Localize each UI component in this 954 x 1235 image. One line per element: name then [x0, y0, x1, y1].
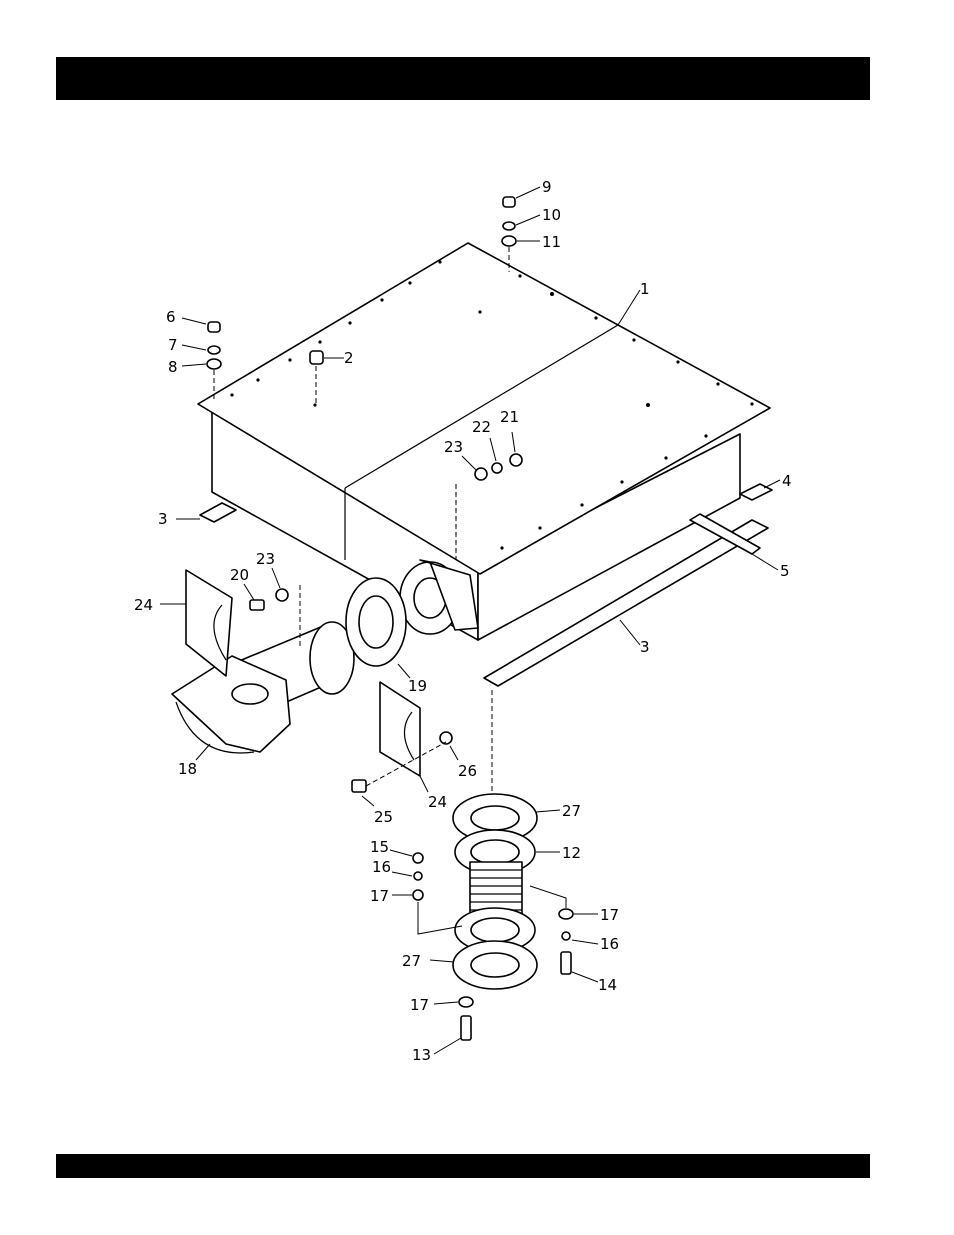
- callout-17-right: 17: [600, 906, 619, 924]
- washer-17-bottom: [459, 997, 473, 1007]
- gasket-27-bottom: [453, 941, 537, 989]
- callout-15: 15: [370, 838, 389, 856]
- callout-3-bottom: 3: [640, 638, 650, 656]
- callout-18: 18: [178, 760, 197, 778]
- callout-27-top: 27: [562, 802, 581, 820]
- nut-15: [413, 853, 423, 863]
- callout-10: 10: [542, 206, 561, 224]
- callout-12: 12: [562, 844, 581, 862]
- callout-3-left: 3: [158, 510, 168, 528]
- bolt-20: [250, 600, 264, 610]
- washer-17-right: [559, 909, 573, 919]
- fastener-set-6-8: [207, 322, 221, 400]
- callout-8: 8: [168, 358, 178, 376]
- bolt-25: [352, 780, 366, 792]
- bolt-14: [561, 952, 571, 974]
- callout-11: 11: [542, 233, 561, 251]
- washer-16-left: [414, 872, 422, 880]
- callout-6: 6: [166, 308, 176, 326]
- callout-17-left: 17: [370, 887, 389, 905]
- callout-14: 14: [598, 976, 617, 994]
- tank-body: [198, 243, 770, 640]
- bracket-plate-24-left: [186, 570, 232, 676]
- callout-16-left: 16: [372, 858, 391, 876]
- callout-24-center: 24: [428, 793, 447, 811]
- bracket-plate-24-center: [380, 682, 420, 776]
- callout-23-top: 23: [444, 438, 463, 456]
- callout-2: 2: [344, 349, 354, 367]
- callout-7: 7: [168, 336, 178, 354]
- callout-1: 1: [640, 280, 650, 298]
- callout-13: 13: [412, 1046, 431, 1064]
- callout-24-left: 24: [134, 596, 153, 614]
- mount-rail-left: [200, 503, 236, 522]
- washer-17-left: [413, 890, 423, 900]
- callout-22: 22: [472, 418, 491, 436]
- callout-9: 9: [542, 178, 552, 196]
- callout-23-left: 23: [256, 550, 275, 568]
- callout-17-bottom: 17: [410, 996, 429, 1014]
- callout-26: 26: [458, 762, 477, 780]
- callout-19: 19: [408, 677, 427, 695]
- callout-27-bottom: 27: [402, 952, 421, 970]
- bolt-13: [461, 1016, 471, 1040]
- callout-16-right: 16: [600, 935, 619, 953]
- washer-16-right: [562, 932, 570, 940]
- callout-20: 20: [230, 566, 249, 584]
- callout-25: 25: [374, 808, 393, 826]
- callout-21: 21: [500, 408, 519, 426]
- gasket-19: [346, 578, 406, 666]
- callout-4: 4: [782, 472, 792, 490]
- bellows-body: [455, 862, 535, 952]
- callout-5: 5: [780, 562, 790, 580]
- fastener-set-9-11: [502, 197, 516, 272]
- washer-23-left: [276, 589, 288, 601]
